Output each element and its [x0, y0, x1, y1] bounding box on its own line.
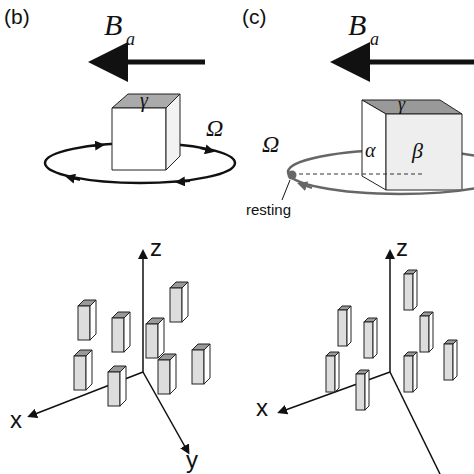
axis-label: z [150, 236, 162, 260]
field-symbol: B [104, 10, 122, 40]
axis-label: x [10, 408, 22, 432]
field-symbol: B [348, 10, 366, 40]
rotation-symbol: Ω [262, 132, 279, 156]
field-subscript: a [370, 30, 379, 48]
face-label: β [412, 140, 423, 162]
panel-letter: (c) [242, 6, 267, 27]
panel-letter: (b) [4, 6, 30, 27]
axis-label: y [186, 448, 198, 472]
state-note: resting [246, 202, 291, 217]
axis-label: z [396, 236, 408, 260]
face-label: γ [140, 90, 148, 110]
rotation-symbol: Ω [206, 116, 223, 140]
face-label: α [365, 140, 376, 160]
field-subscript: a [126, 30, 135, 48]
axis-label: x [256, 396, 268, 420]
face-label: γ [398, 95, 405, 113]
